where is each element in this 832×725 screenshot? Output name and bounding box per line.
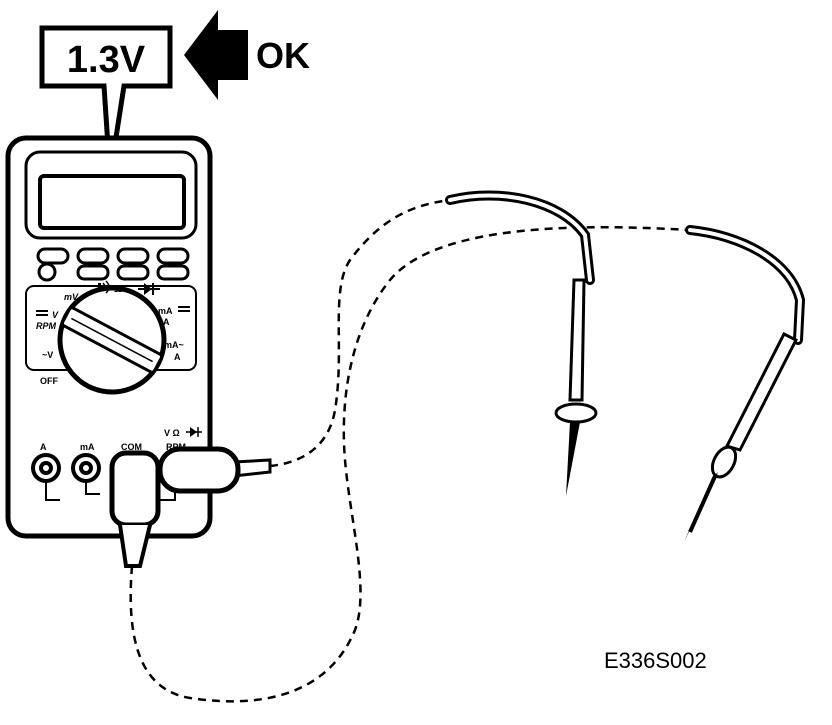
dc-symbol-icon — [36, 310, 48, 316]
probe-handle[interactable] — [568, 278, 586, 402]
meter-button[interactable] — [36, 247, 70, 265]
diode-icon — [138, 283, 160, 295]
dc-symbol-icon — [178, 306, 190, 312]
dial-label-a: A — [163, 317, 170, 327]
reading-callout: 1.3V — [39, 25, 173, 177]
jack-label-com: COM — [121, 442, 142, 452]
dial-label-rpm: RPM — [36, 321, 57, 331]
probe-guard — [554, 402, 598, 424]
result-label: OK — [256, 35, 310, 76]
com-plug — [109, 450, 161, 528]
jack-label-ma: mA — [80, 442, 95, 452]
power-button[interactable] — [37, 262, 57, 282]
rotary-dial[interactable] — [57, 285, 167, 395]
dial-label-ma: mA — [158, 306, 173, 316]
v-ohm-plug — [157, 446, 241, 494]
v-ohm-test-lead — [157, 190, 598, 496]
dial-label-ac-a: A — [174, 352, 181, 362]
meter-button[interactable] — [76, 264, 110, 281]
meter-button[interactable] — [116, 247, 150, 265]
jack-ma[interactable] — [71, 453, 101, 483]
button-row-1 — [36, 247, 190, 265]
multimeter: mV Ω V RPM ~V OFF mA A mA~ A A mA — [5, 135, 213, 539]
meter-button[interactable] — [156, 247, 190, 265]
com-test-lead — [109, 225, 806, 703]
diode-icon — [186, 427, 202, 437]
meter-button[interactable] — [156, 264, 190, 281]
meter-button[interactable] — [116, 264, 150, 281]
jack-a[interactable] — [31, 453, 61, 483]
jack-label-a: A — [40, 442, 47, 452]
figure-code: E336S002 — [604, 648, 707, 673]
continuity-icon — [98, 280, 110, 294]
meter-button[interactable] — [76, 247, 110, 265]
dial-label-mv: mV — [64, 292, 79, 302]
button-row-2 — [37, 262, 190, 282]
dial-label-ohm: Ω — [114, 284, 122, 295]
lcd-screen — [38, 174, 186, 230]
reading-value: 1.3V — [67, 39, 146, 81]
dial-label-v: V — [52, 310, 59, 320]
dial-label-off: OFF — [40, 376, 58, 386]
ok-arrow-icon — [184, 10, 248, 100]
probe-handle[interactable] — [724, 331, 799, 452]
dial-label-ac-v: ~V — [42, 350, 53, 360]
jack-label-v-ohm: V Ω — [164, 428, 180, 438]
dial-label-ac-ma: mA~ — [164, 340, 184, 350]
